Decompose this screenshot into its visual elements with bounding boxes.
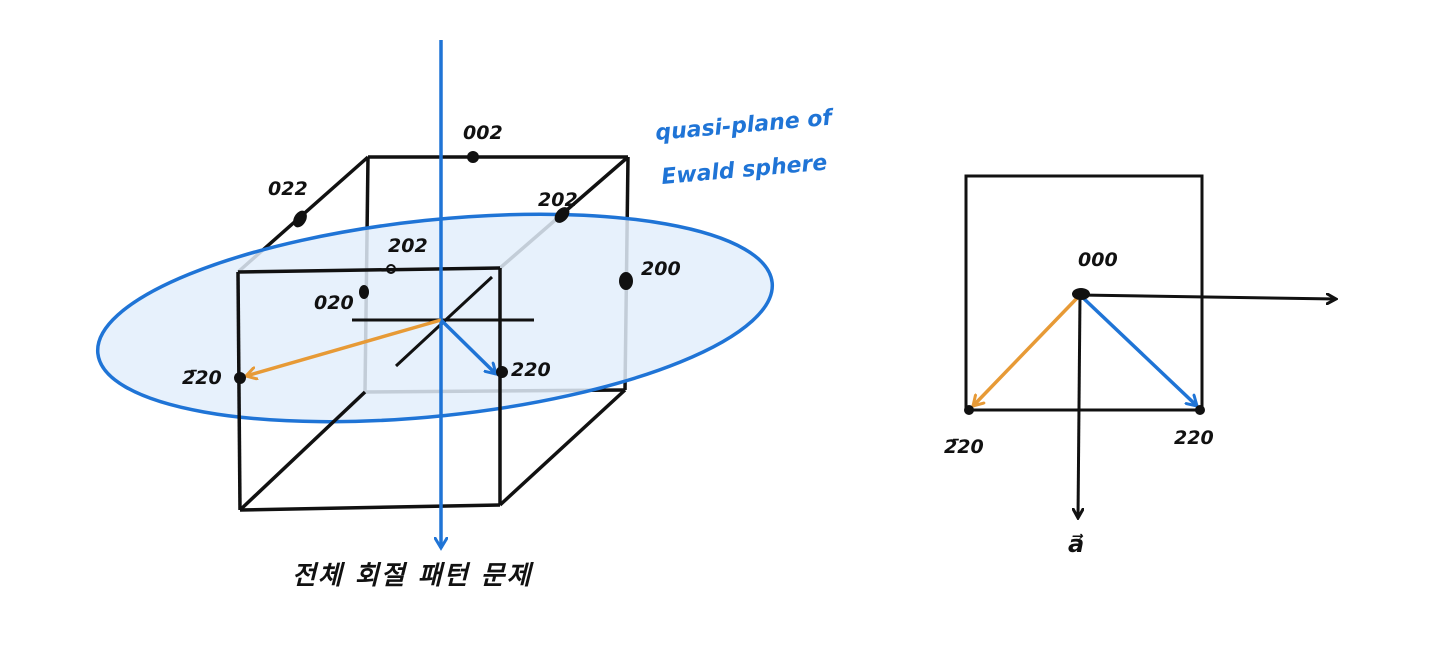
vector-to-2b20: [246, 318, 442, 376]
point-022: [293, 210, 307, 228]
point-202: [386, 264, 396, 274]
vector-to-220: [439, 318, 496, 374]
label-220-right: 220: [1174, 427, 1214, 449]
vector-to-2b20-right: [973, 293, 1082, 406]
point-002: [467, 151, 479, 163]
label-200: 200: [641, 258, 681, 280]
vector-to-220-right: [1078, 293, 1197, 406]
point-200: [619, 272, 633, 290]
label-2b20-right: 2̄20: [944, 436, 984, 458]
cube-edge-bottom-right: [498, 388, 627, 507]
point-000: [1072, 288, 1090, 300]
point-202-front: [554, 207, 570, 223]
caption: 전체 회절 패턴 문제: [292, 561, 535, 591]
point-220: [496, 366, 508, 378]
point-220-right: [1195, 405, 1205, 415]
axis-vertical-arrow: [1078, 294, 1080, 518]
left-figure: 002 022 202 202 020 200 220 2̄20 quasi-p…: [95, 40, 835, 591]
label-vector-a: a⃗: [1068, 530, 1084, 558]
label-220: 220: [511, 359, 551, 381]
plane-label-line1: quasi-plane of: [654, 105, 835, 146]
label-022: 022: [268, 178, 308, 200]
point-2b20-right: [964, 405, 974, 415]
plane-label-line2: Ewald sphere: [660, 151, 828, 190]
label-202: 202: [388, 235, 428, 257]
label-002: 002: [463, 122, 503, 144]
label-000: 000: [1078, 249, 1118, 271]
point-2b20: [234, 372, 246, 384]
right-figure: 000 2̄20 220 a⃗: [944, 174, 1336, 558]
cube-front-left: [236, 271, 242, 511]
point-020: [359, 285, 369, 299]
label-020: 020: [314, 292, 354, 314]
label-2b20: 2̄20: [182, 367, 222, 389]
cube-edge-bottom-left: [238, 390, 367, 512]
axis-horizontal-arrow: [1079, 295, 1336, 299]
ewald-plane: [95, 212, 775, 424]
label-202-front: 202: [538, 189, 578, 211]
cube-front-bottom: [239, 503, 501, 512]
cube-front-top: [237, 266, 501, 274]
